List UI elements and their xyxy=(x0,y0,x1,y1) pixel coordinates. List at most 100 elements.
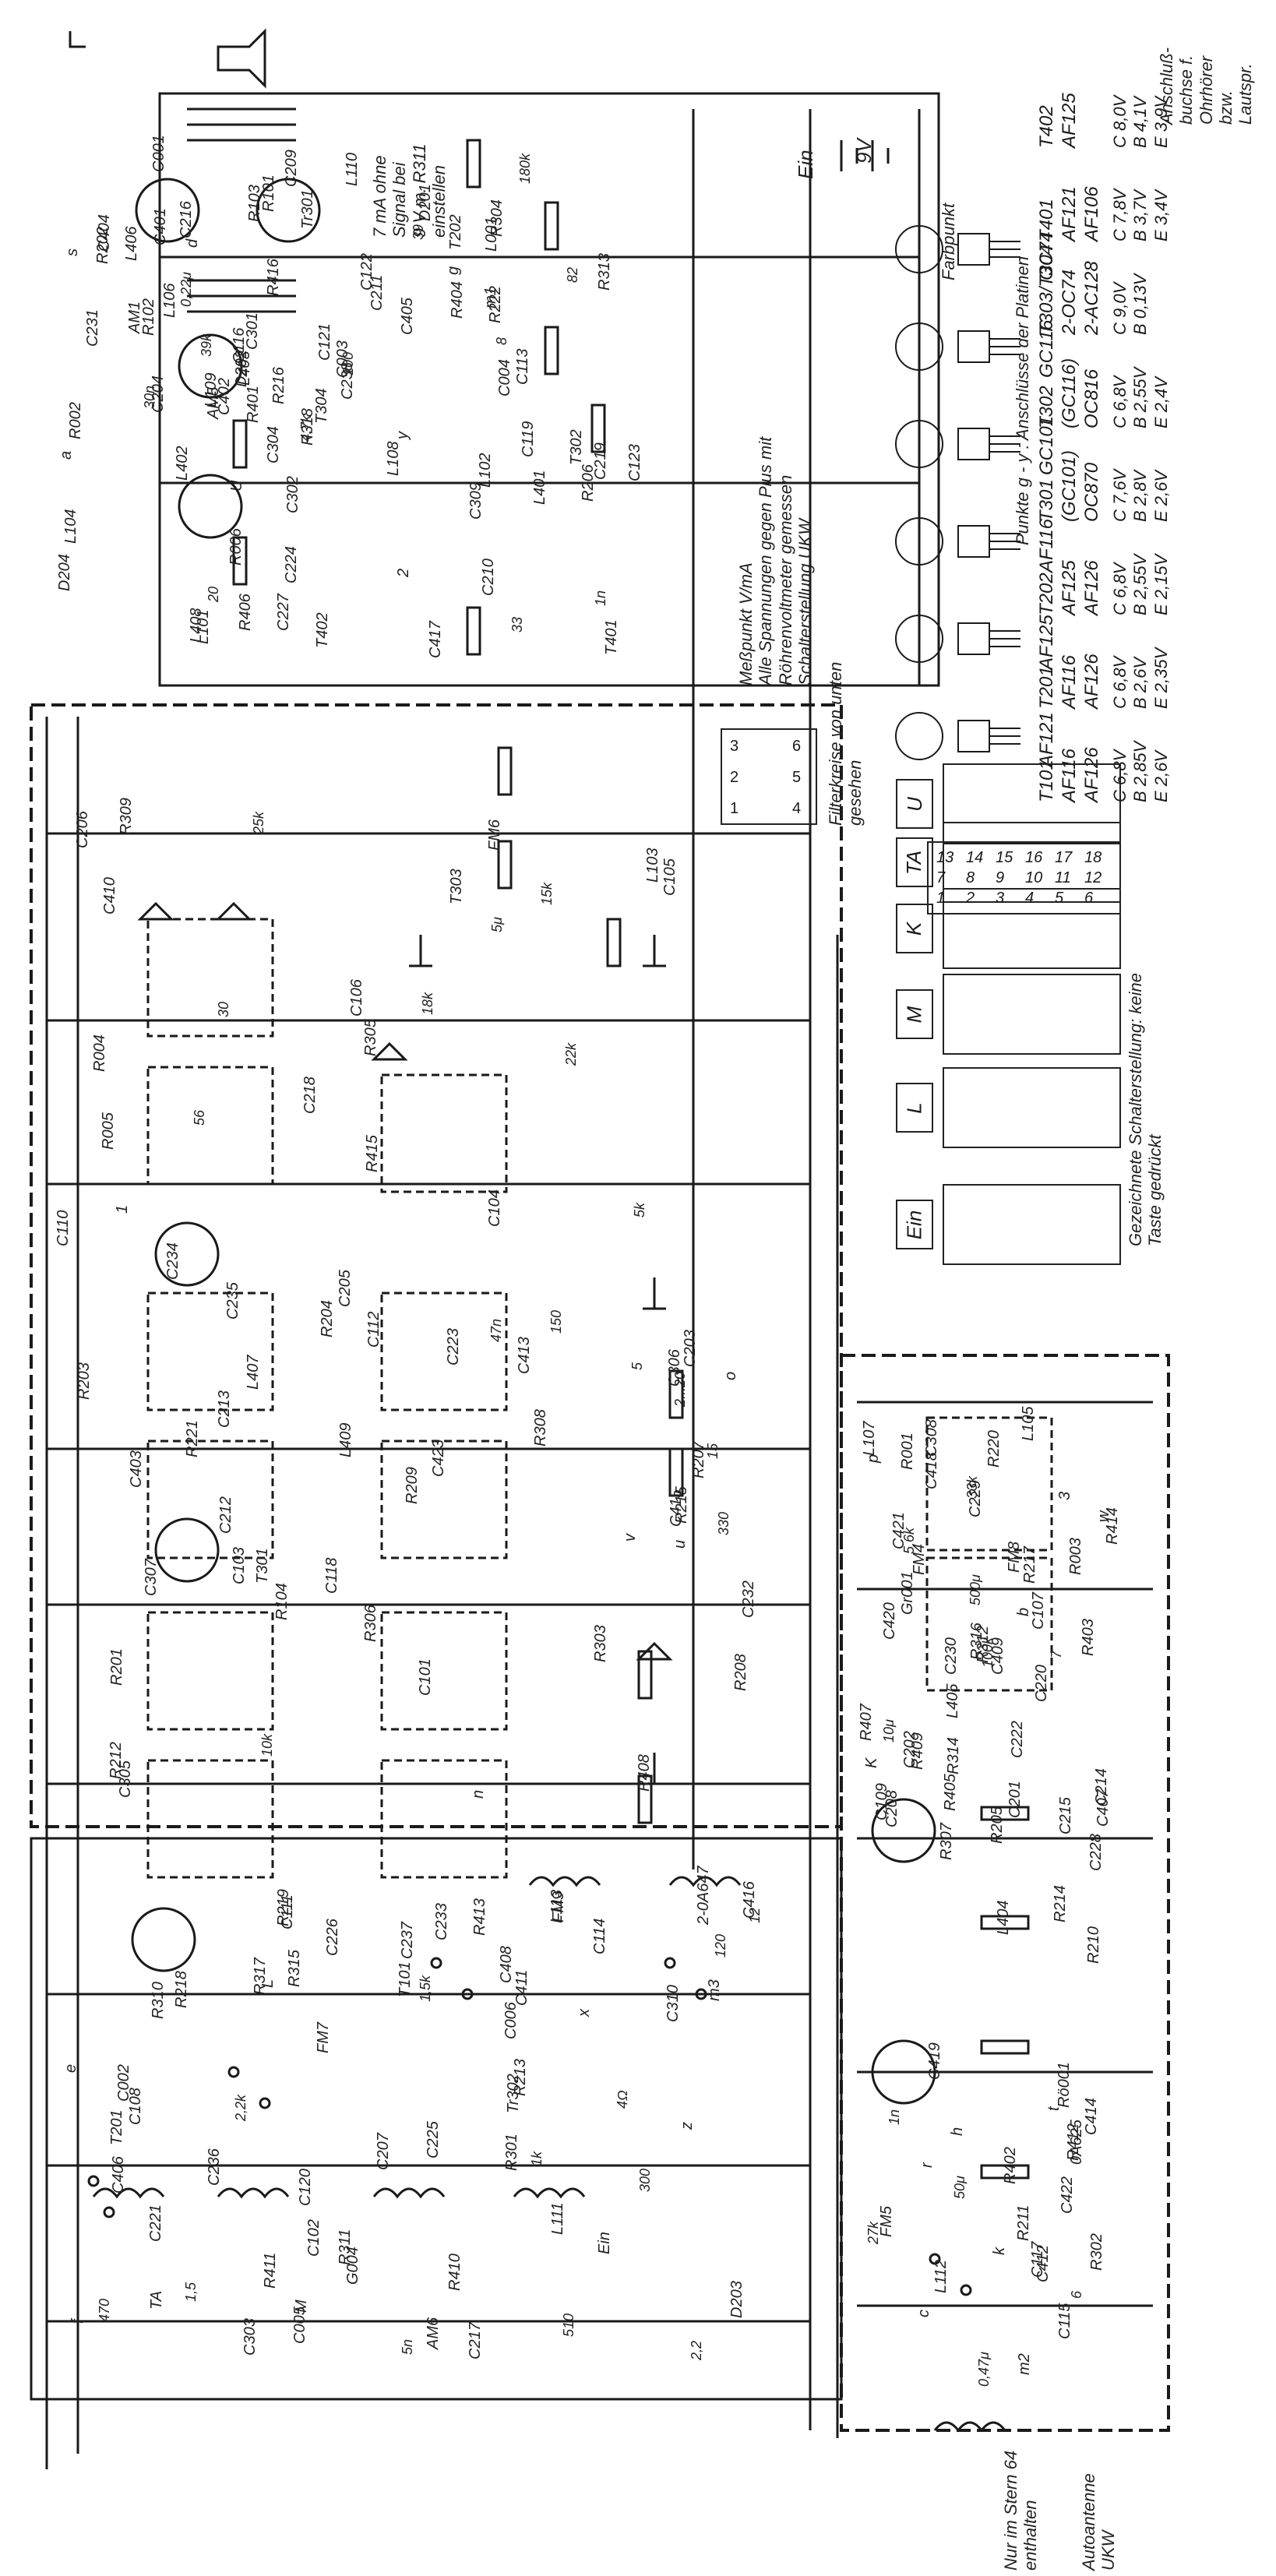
pushbutton-contact-frame xyxy=(943,1067,1121,1148)
component-designator: R401 xyxy=(245,386,262,423)
component-value: 470 xyxy=(97,2298,112,2322)
filter-pin: 3 xyxy=(730,738,739,755)
component-designator: C303 xyxy=(241,2318,259,2356)
component-designator: C004 xyxy=(496,359,513,396)
component-designator: R402 xyxy=(1002,2147,1019,2184)
component-designator: L110 xyxy=(344,152,361,186)
transistor-type: AF126 xyxy=(1080,654,1102,709)
component-value: 10k xyxy=(259,1733,275,1757)
component-designator: C215 xyxy=(1057,1797,1074,1834)
component-designator: R410 xyxy=(446,2254,464,2291)
component-designator: FM8 xyxy=(1006,1542,1023,1573)
component-value: 500μ xyxy=(968,1574,983,1605)
component-designator: C406 xyxy=(110,2156,127,2194)
component-designator: L405 xyxy=(944,1683,961,1719)
component-designator: R210 xyxy=(1085,1926,1102,1964)
component-value: 180k xyxy=(517,153,533,184)
transistor-voltage: E 2,35V xyxy=(1151,647,1171,709)
transistor-type: (GC101) xyxy=(1058,449,1080,522)
component-designator: C108 xyxy=(127,2088,144,2125)
component-value: 30n xyxy=(142,385,157,409)
switch-contact-number: 2 xyxy=(966,890,975,907)
antenna-label-line: Autoantenne xyxy=(1079,2473,1098,2571)
component-value: 82 xyxy=(565,266,580,283)
component-designator: C232 xyxy=(740,1580,757,1618)
component-designator: R001 xyxy=(899,1432,916,1470)
component-designator: R005 xyxy=(100,1112,117,1150)
component-value: 18k xyxy=(420,992,435,1015)
switch-contact-number: 4 xyxy=(1025,890,1035,907)
switch-contact-number: 12 xyxy=(1084,869,1102,886)
component-designator: G004 xyxy=(344,2247,361,2285)
connection-note-line: buchse f. xyxy=(1176,55,1197,125)
package-outline xyxy=(895,322,943,371)
component-designator: L112 xyxy=(932,2259,950,2293)
measurement-line: Röhrenvoltmeter gemessen xyxy=(775,474,795,685)
component-designator: R416 xyxy=(265,259,282,296)
component-designator: C234 xyxy=(164,1242,182,1280)
component-designator: C220 xyxy=(1033,1665,1050,1702)
component-designator: C210 xyxy=(480,559,497,596)
transistor-type: AF125 xyxy=(1058,93,1080,148)
measuring-point-label: Meßpunkt V/mA xyxy=(736,562,756,685)
component-designator: C122 xyxy=(358,253,375,291)
component-designator: C302 xyxy=(284,476,301,513)
component-designator: C422 xyxy=(1059,2176,1076,2214)
component-designator: C113 xyxy=(514,348,531,385)
transistor-voltage: B 2,85V xyxy=(1130,741,1151,802)
switch-contact-number: 7 xyxy=(936,869,946,886)
component-designator: C207 xyxy=(375,2133,392,2170)
battery-label: 9V xyxy=(852,139,876,164)
component-designator: C118 xyxy=(323,1557,340,1594)
component-designator: C106 xyxy=(348,979,365,1017)
transistor-package-icon xyxy=(895,225,1020,273)
component-designator: C111 xyxy=(279,1894,296,1929)
switch-position-note: Gezeichnete Schalterstellung: keine Tast… xyxy=(1126,973,1165,1246)
switch-contact-number: 9 xyxy=(996,869,1005,886)
component-designator: C404 xyxy=(96,214,113,252)
component-designator: R003 xyxy=(1067,1538,1084,1575)
package-outline xyxy=(895,517,943,566)
component-designator: C237 xyxy=(399,1922,416,1959)
component-designator: L407 xyxy=(245,1355,262,1390)
component-value: 100 xyxy=(340,351,356,375)
component-designator: T402 xyxy=(314,612,331,648)
component-designator: C419 xyxy=(926,2042,943,2080)
antenna-note: Nur im Stern 64 enthalten xyxy=(1001,2451,1041,2571)
component-value: 7 xyxy=(1049,1650,1064,1658)
transistor-type: OC870 xyxy=(1080,462,1102,522)
component-designator: C304 xyxy=(265,426,282,463)
connection-point-label: 2 xyxy=(395,568,412,577)
component-designator: R217 xyxy=(1021,1546,1038,1584)
transistor-voltage: E 2,15V xyxy=(1151,554,1171,615)
component-value: 5k xyxy=(632,1202,647,1218)
connection-point-label: x xyxy=(576,2009,593,2017)
package-outline xyxy=(895,420,943,468)
component-designator: C423 xyxy=(430,1440,447,1477)
component-designator: R307 xyxy=(938,1823,955,1860)
transistor-voltage: B 0,13V xyxy=(1130,273,1151,335)
package-outline xyxy=(895,615,943,663)
transistor-voltage: C 6,8V xyxy=(1110,375,1130,428)
component-value: 4Ω xyxy=(615,2090,630,2109)
switch-contact-number: 17 xyxy=(1055,849,1073,866)
component-designator: L409 xyxy=(337,1422,354,1458)
component-value: 5,6k xyxy=(901,1527,917,1554)
component-designator: R216 xyxy=(270,367,287,404)
switch-contact-number: 1 xyxy=(936,890,946,907)
component-value: 25k xyxy=(251,811,266,834)
component-designator: R314 xyxy=(945,1737,962,1774)
connection-point-label: r xyxy=(918,2162,936,2168)
component-designator: T301 xyxy=(254,1548,271,1584)
connection-point-label: t xyxy=(1045,2106,1063,2111)
idle-current-line: 7 mA ohne xyxy=(370,155,389,238)
switch-contact-number: 15 xyxy=(996,849,1013,866)
power-switch-label: Ein xyxy=(794,150,817,179)
component-designator: m2 xyxy=(1016,2353,1033,2375)
component-designator: C236 xyxy=(206,2148,223,2186)
transistor-voltage: C 9,0V xyxy=(1110,282,1130,335)
